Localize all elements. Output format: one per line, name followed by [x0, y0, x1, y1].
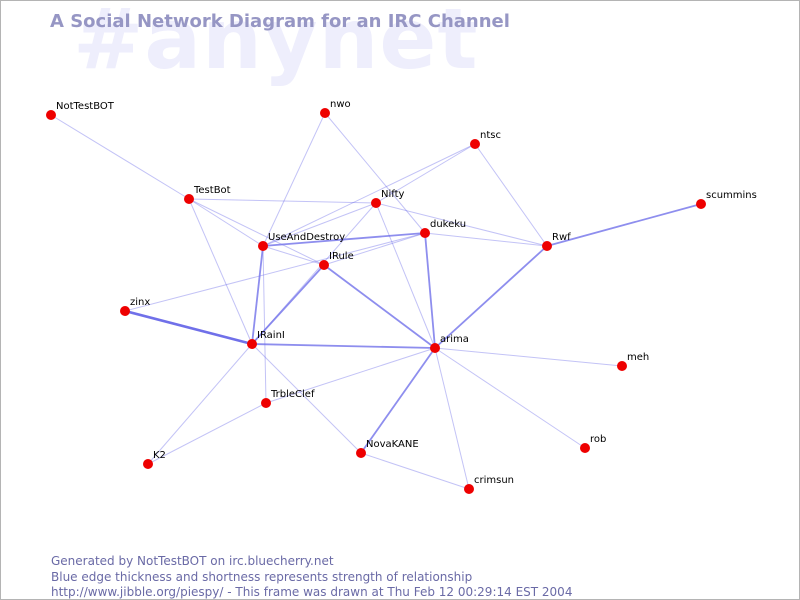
- footer-generated-by: Generated by NotTestBOT on irc.bluecherr…: [51, 554, 334, 568]
- edge-ntsc-Nifty: [375, 143, 476, 204]
- channel-watermark: #anynet: [73, 0, 479, 88]
- page-title: A Social Network Diagram for an IRC Chan…: [50, 11, 510, 32]
- node-label-ntsc: ntsc: [480, 130, 501, 141]
- node-nwo: [320, 108, 330, 118]
- edge-UseAndDestroy-TrbleClef: [262, 245, 267, 404]
- edge-nwo-UseAndDestroy: [262, 112, 326, 247]
- node-dukeku: [420, 228, 430, 238]
- edge-NotTestBOT-TestBot: [50, 114, 190, 200]
- node-label-TestBot: TestBot: [193, 185, 231, 196]
- node-label-UseAndDestroy: UseAndDestroy: [268, 232, 345, 243]
- node-label-IRainI: IRainI: [257, 330, 285, 341]
- node-label-rob: rob: [590, 434, 606, 445]
- node-label-NotTestBOT: NotTestBOT: [56, 101, 115, 112]
- edge-IRainI-arima: [251, 343, 436, 349]
- edge-dukeku-UseAndDestroy: [262, 232, 426, 247]
- node-ntsc: [470, 139, 480, 149]
- node-meh: [617, 361, 627, 371]
- edge-UseAndDestroy-IRainI: [251, 245, 264, 345]
- node-Rwf: [542, 241, 552, 251]
- footer-url-timestamp: http://www.jibble.org/piespy/ - This fra…: [51, 585, 573, 599]
- edge-arima-rob: [434, 347, 586, 449]
- node-label-crimsun: crimsun: [474, 475, 514, 486]
- node-label-Nifty: Nifty: [381, 189, 405, 200]
- node-label-Rwf: Rwf: [552, 232, 571, 243]
- edge-TestBot-IRainI: [188, 198, 253, 345]
- node-label-TrbleClef: TrbleClef: [270, 389, 315, 400]
- footer-legend-note: Blue edge thickness and shortness repres…: [51, 570, 473, 584]
- node-label-NovaKANE: NovaKANE: [366, 439, 419, 450]
- edge-Nifty-UseAndDestroy: [262, 202, 377, 247]
- node-label-scummins: scummins: [706, 190, 757, 201]
- node-label-nwo: nwo: [330, 99, 351, 110]
- edge-zinx-dukeku: [124, 232, 426, 312]
- edge-nwo-dukeku: [324, 112, 426, 234]
- edge-dukeku-IRule: [323, 232, 426, 266]
- edge-ntsc-Rwf: [474, 143, 548, 247]
- edge-Nifty-Rwf: [375, 202, 548, 247]
- edge-TestBot-Nifty: [188, 198, 377, 204]
- node-scummins: [696, 199, 706, 209]
- edge-arima-NovaKANE: [360, 347, 436, 454]
- edge-TrbleClef-K2: [147, 402, 267, 465]
- edge-IRule-IRainI: [251, 264, 325, 345]
- node-label-IRule: IRule: [329, 251, 354, 262]
- node-Nifty: [371, 198, 381, 208]
- edge-TestBot-IRule: [188, 198, 325, 266]
- edge-IRainI-K2: [147, 343, 253, 465]
- edge-Nifty-arima: [375, 202, 436, 349]
- node-label-meh: meh: [627, 352, 649, 363]
- node-TestBot: [184, 194, 194, 204]
- node-IRainI: [247, 339, 257, 349]
- edge-TestBot-UseAndDestroy: [188, 198, 264, 247]
- node-TrbleClef: [261, 398, 271, 408]
- node-UseAndDestroy: [258, 241, 268, 251]
- node-crimsun: [464, 484, 474, 494]
- edge-arima-meh: [434, 347, 623, 367]
- edge-NovaKANE-crimsun: [360, 452, 470, 490]
- edge-arima-crimsun: [434, 347, 470, 490]
- node-label-zinx: zinx: [130, 297, 150, 308]
- node-NotTestBOT: [46, 110, 56, 120]
- edge-layer: [50, 112, 702, 490]
- edge-dukeku-arima: [424, 232, 436, 349]
- edge-Rwf-arima: [434, 245, 548, 349]
- node-arima: [430, 343, 440, 353]
- edge-zinx-IRainI: [124, 309, 253, 346]
- edge-dukeku-Rwf: [424, 232, 548, 247]
- edge-IRule-arima: [323, 264, 436, 349]
- node-label-K2: K2: [153, 450, 166, 461]
- node-label-arima: arima: [440, 334, 469, 345]
- node-K2: [143, 459, 153, 469]
- edge-UseAndDestroy-IRule: [262, 245, 325, 266]
- node-label-dukeku: dukeku: [430, 219, 466, 230]
- node-NovaKANE: [356, 448, 366, 458]
- node-rob: [580, 443, 590, 453]
- edge-ntsc-UseAndDestroy: [262, 143, 476, 247]
- edge-IRainI-NovaKANE: [251, 343, 362, 454]
- node-zinx: [120, 306, 130, 316]
- edge-arima-TrbleClef: [265, 347, 436, 404]
- node-IRule: [319, 260, 329, 270]
- edge-Rwf-scummins: [546, 203, 702, 247]
